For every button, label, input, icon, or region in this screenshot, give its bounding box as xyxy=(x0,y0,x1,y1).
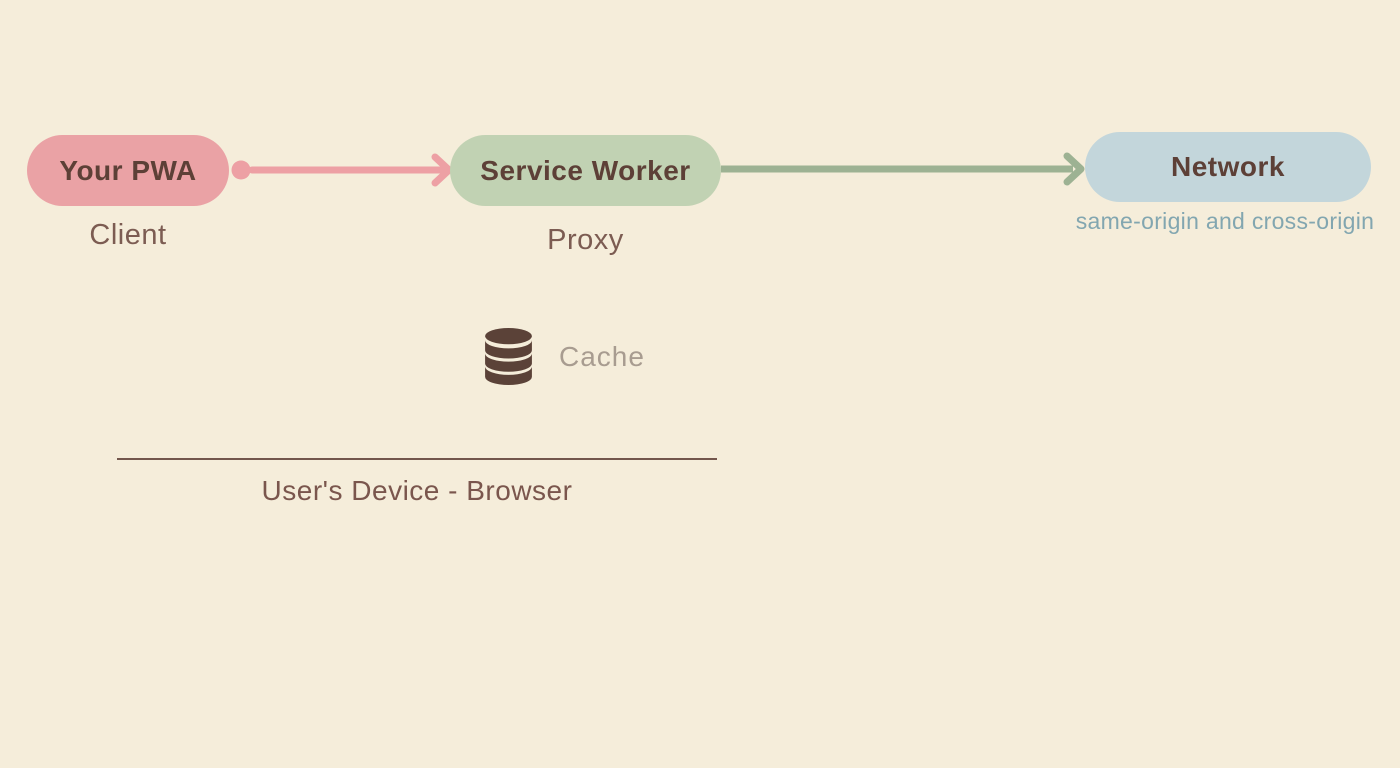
device-boundary-line xyxy=(117,458,717,460)
service-worker-to-network-arrow xyxy=(721,152,1085,186)
pwa-to-service-worker-arrow xyxy=(231,153,453,187)
node-service-worker-label: Service Worker xyxy=(480,154,691,186)
cache-group: Cache xyxy=(485,328,645,385)
device-boundary-label: User's Device - Browser xyxy=(261,475,573,506)
database-icon xyxy=(485,328,532,385)
node-network: Network xyxy=(1085,132,1371,202)
node-service-worker: Service Worker xyxy=(450,135,721,206)
node-service-worker-sublabel: Proxy xyxy=(547,224,624,256)
node-your-pwa-label: Your PWA xyxy=(59,154,197,186)
node-network-label: Network xyxy=(1171,151,1285,182)
cache-label: Cache xyxy=(559,340,645,372)
node-network-sublabel: same-origin and cross-origin xyxy=(1075,208,1375,234)
node-your-pwa: Your PWA xyxy=(27,135,229,206)
node-your-pwa-sublabel: Client xyxy=(89,219,167,251)
